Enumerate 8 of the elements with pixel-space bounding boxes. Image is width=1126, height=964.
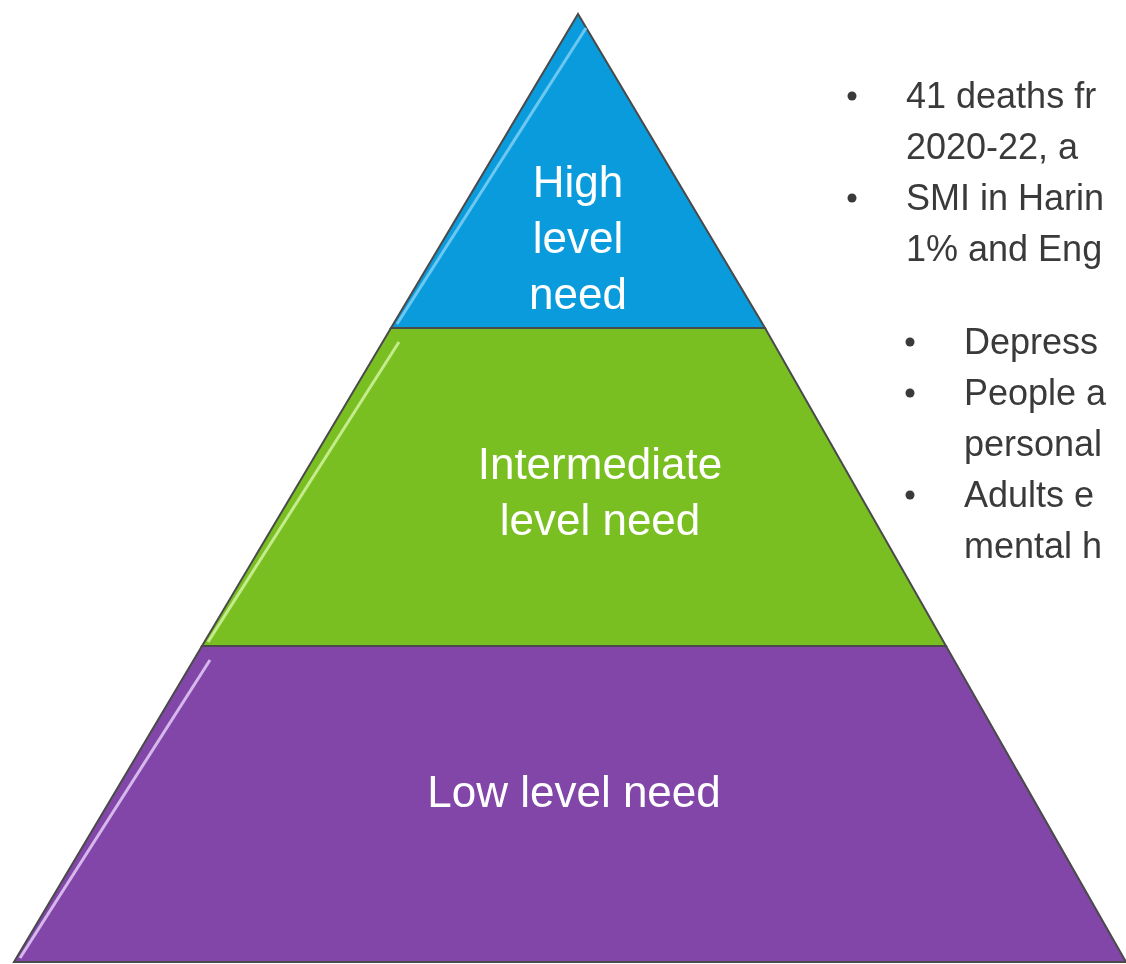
tier-label: High level need — [528, 156, 628, 320]
bullet-text: SMI in Harin 1% and Eng — [906, 176, 1106, 271]
bullet-text: Depress — [964, 320, 1100, 364]
tier-label: Low level need — [426, 766, 722, 818]
tier-label: Intermediate level need — [476, 438, 724, 546]
bullet-text: Adults e mental h — [964, 473, 1104, 568]
bullet-text: People a personal — [964, 371, 1108, 466]
bullet-text: 41 deaths fr 2020-22, a — [906, 74, 1098, 169]
